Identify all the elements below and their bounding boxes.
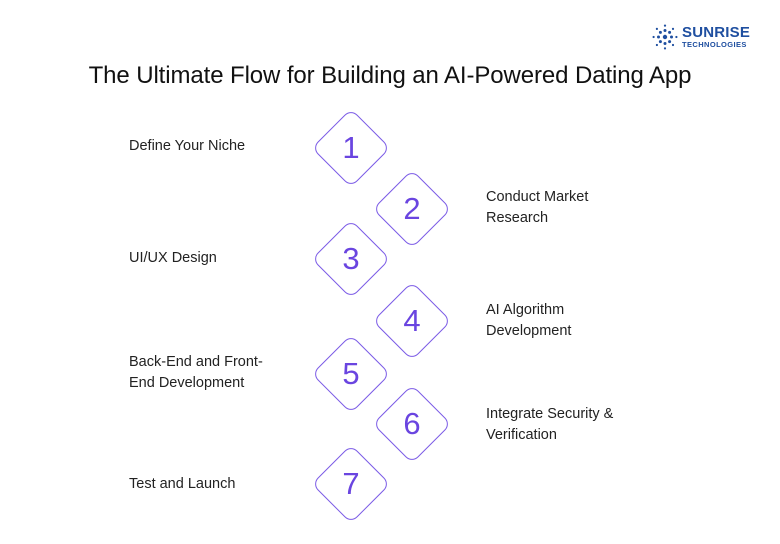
step-7-number: 7 — [342, 466, 360, 501]
step-7-label: Test and Launch — [129, 476, 236, 492]
step-1-label: Define Your Niche — [129, 138, 246, 154]
step-6-label: Integrate Security & Verification — [486, 406, 614, 443]
step-1-number: 1 — [342, 130, 360, 165]
step-3-label: UI/UX Design — [129, 250, 217, 266]
step-2-label: Conduct Market Research — [486, 189, 589, 226]
step-5-number: 5 — [342, 356, 360, 391]
step-4-label: AI Algorithm Development — [486, 302, 572, 339]
brand-logo: SUNRISE TECHNOLOGIES — [652, 24, 762, 54]
brand-subtitle: TECHNOLOGIES — [682, 40, 747, 49]
step-5-label: Back-End and Front-End Development — [129, 354, 263, 391]
step-4-number: 4 — [403, 303, 421, 338]
step-2-number: 2 — [403, 191, 421, 226]
sunrise-logo-icon — [652, 24, 678, 50]
brand-name: SUNRISE — [682, 24, 751, 41]
page-title: The Ultimate Flow for Building an AI-Pow… — [88, 62, 692, 89]
step-6-number: 6 — [403, 406, 421, 441]
step-3-number: 3 — [342, 241, 360, 276]
